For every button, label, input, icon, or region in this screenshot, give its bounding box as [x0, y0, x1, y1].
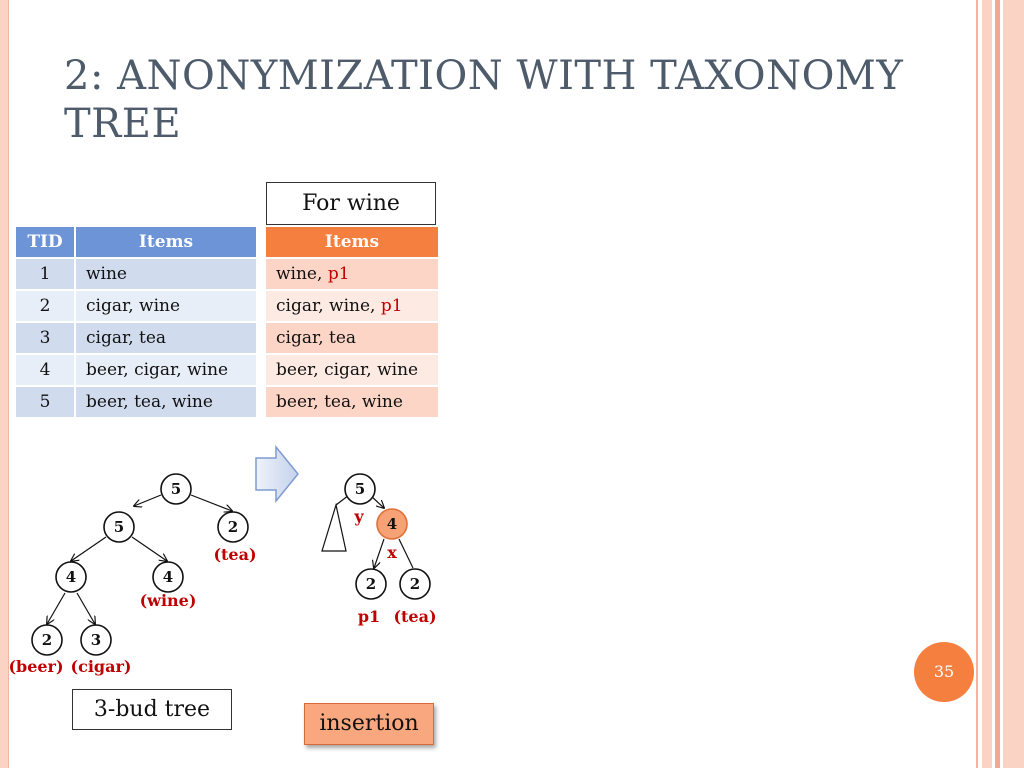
table-row: cigar, wine, p1	[264, 289, 440, 323]
left-tree-node-cigar: 3	[80, 624, 112, 656]
node-value: 5	[114, 518, 124, 536]
items-text: beer, cigar, wine	[276, 360, 419, 380]
table-row: 4 beer, cigar, wine	[14, 353, 258, 387]
items-cell: wine	[74, 257, 258, 291]
bud-tree-label: 3-bud tree	[72, 689, 232, 730]
edge-n4a-beer	[47, 592, 66, 624]
edge-label-x: x	[387, 543, 397, 562]
table-header-row: Items	[264, 225, 440, 259]
transform-arrow-icon	[255, 444, 299, 504]
header-items: Items	[74, 225, 258, 259]
added-item: p1	[380, 296, 403, 316]
edge-x-tea	[398, 538, 414, 569]
tid-cell: 3	[14, 321, 76, 355]
right-tree-node-root: 5	[344, 473, 376, 505]
left-tree-node-tea: 2	[217, 511, 249, 543]
label-tea: (tea)	[213, 545, 256, 564]
left-tree-edges	[47, 494, 232, 624]
node-value: 2	[410, 575, 420, 593]
transactions-table: TID Items 1 wine 2 cigar, wine 3 cigar, …	[14, 225, 258, 419]
right-deco-bar-4	[1003, 0, 1024, 768]
table-row: 2 cigar, wine	[14, 289, 258, 323]
edge-x-p1	[374, 538, 385, 568]
table-row: wine, p1	[264, 257, 440, 291]
items-cell: beer, tea, wine	[74, 385, 258, 419]
items-text: cigar, tea	[276, 328, 357, 348]
left-tree-node-wine: 4	[152, 561, 184, 593]
tid-cell: 2	[14, 289, 76, 323]
edge-n5-wine	[131, 536, 167, 561]
node-value: 2	[366, 575, 376, 593]
table-row: 1 wine	[14, 257, 258, 291]
header-items: Items	[264, 225, 440, 259]
right-tree-node-x-highlighted: 4	[376, 508, 408, 540]
table-row: 5 beer, tea, wine	[14, 385, 258, 419]
items-cell: beer, tea, wine	[264, 385, 440, 419]
items-cell: cigar, tea	[74, 321, 258, 355]
label-cigar: (cigar)	[71, 657, 132, 676]
page-number-badge: 35	[914, 642, 974, 702]
right-deco-bar-3	[995, 0, 1000, 768]
items-cell: cigar, wine, p1	[264, 289, 440, 323]
items-cell: wine, p1	[264, 257, 440, 291]
tid-cell: 4	[14, 353, 76, 387]
header-tid: TID	[14, 225, 76, 259]
right-tree-node-tea: 2	[399, 568, 431, 600]
edge-label-y: y	[353, 507, 364, 526]
node-value: 4	[66, 568, 76, 586]
items-text: cigar, wine,	[276, 296, 381, 316]
table-row: beer, tea, wine	[264, 385, 440, 419]
collapsed-subtree-triangle-icon	[321, 502, 347, 552]
node-value: 4	[387, 515, 397, 533]
node-value: 2	[228, 518, 238, 536]
right-tree-node-p1: 2	[355, 568, 387, 600]
items-text: wine,	[276, 264, 328, 284]
edge-root-n5	[134, 494, 162, 506]
table-row: beer, cigar, wine	[264, 353, 440, 387]
label-beer: (beer)	[8, 657, 63, 676]
label-p1: p1	[358, 607, 380, 626]
items-cell: beer, cigar, wine	[264, 353, 440, 387]
node-value: 2	[42, 631, 52, 649]
items-cell: cigar, wine	[74, 289, 258, 323]
items-cell: beer, cigar, wine	[74, 353, 258, 387]
tid-cell: 1	[14, 257, 76, 291]
node-value: 3	[91, 631, 101, 649]
slide-title: 2: ANONYMIZATION WITH TAXONOMY TREE	[64, 53, 904, 147]
node-value: 5	[355, 480, 365, 498]
table-row: 3 cigar, tea	[14, 321, 258, 355]
tid-cell: 5	[14, 385, 76, 419]
added-item: p1	[327, 264, 350, 284]
label-tea: (tea)	[393, 607, 436, 626]
label-wine: (wine)	[140, 591, 197, 610]
table-header-row: TID Items	[14, 225, 258, 259]
right-deco-bar-1	[976, 0, 978, 768]
items-text: beer, tea, wine	[276, 392, 403, 412]
left-tree-node-root: 5	[160, 473, 192, 505]
items-cell: cigar, tea	[264, 321, 440, 355]
edge-root-tea	[190, 494, 232, 511]
left-tree-node-n4a: 4	[55, 561, 87, 593]
insertion-label: insertion	[304, 703, 434, 745]
table-row: cigar, tea	[264, 321, 440, 355]
left-tree-node-beer: 2	[31, 624, 63, 656]
edge-n5-n4a	[71, 536, 107, 561]
anonymized-table: Items wine, p1 cigar, wine, p1 cigar, te…	[264, 225, 440, 419]
right-deco-bar-2	[982, 0, 992, 768]
left-tree-node-n5: 5	[103, 511, 135, 543]
node-value: 5	[171, 480, 181, 498]
left-accent-stripe	[0, 0, 9, 768]
node-value: 4	[163, 568, 173, 586]
for-wine-label: For wine	[266, 182, 436, 225]
edge-n4a-cigar	[76, 592, 95, 624]
